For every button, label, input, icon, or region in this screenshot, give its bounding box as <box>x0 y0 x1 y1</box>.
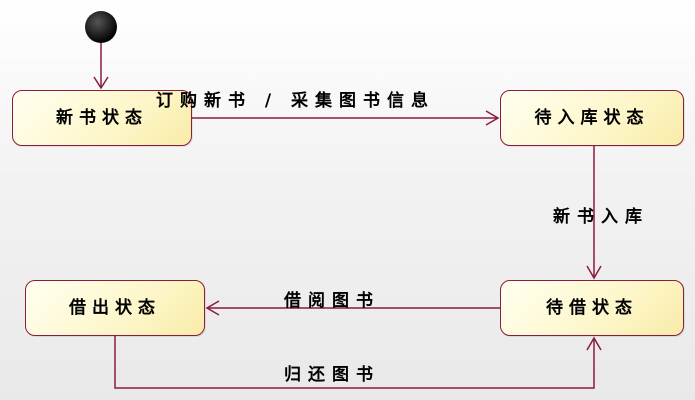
stock-in-transition-arrowhead <box>586 265 602 280</box>
state-new-book[interactable]: 新书状态 <box>12 90 192 146</box>
state-lent-out-label: 借出状态 <box>69 298 161 318</box>
state-to-be-stocked[interactable]: 待入库状态 <box>500 90 684 146</box>
order-transition-arrowhead <box>485 110 500 126</box>
state-to-be-stocked-label: 待入库状态 <box>534 108 650 128</box>
initial-state-node <box>85 11 117 43</box>
state-lent-out[interactable]: 借出状态 <box>25 280 205 336</box>
return-transition-line <box>114 336 595 389</box>
return-transition-arrowhead <box>586 336 602 351</box>
transition-label-borrow: 借阅图书 <box>284 291 380 311</box>
transition-label-stock-in: 新书入库 <box>553 207 649 227</box>
transition-label-return: 归还图书 <box>284 365 380 385</box>
state-to-be-lent-label: 待借状态 <box>546 298 638 318</box>
state-new-book-label: 新书状态 <box>56 108 148 128</box>
borrow-transition-arrowhead <box>205 300 220 316</box>
initial-transition-arrowhead <box>93 76 109 90</box>
state-to-be-lent[interactable]: 待借状态 <box>500 280 684 336</box>
transition-label-order: 订购新书 / 采集图书信息 <box>156 91 436 111</box>
